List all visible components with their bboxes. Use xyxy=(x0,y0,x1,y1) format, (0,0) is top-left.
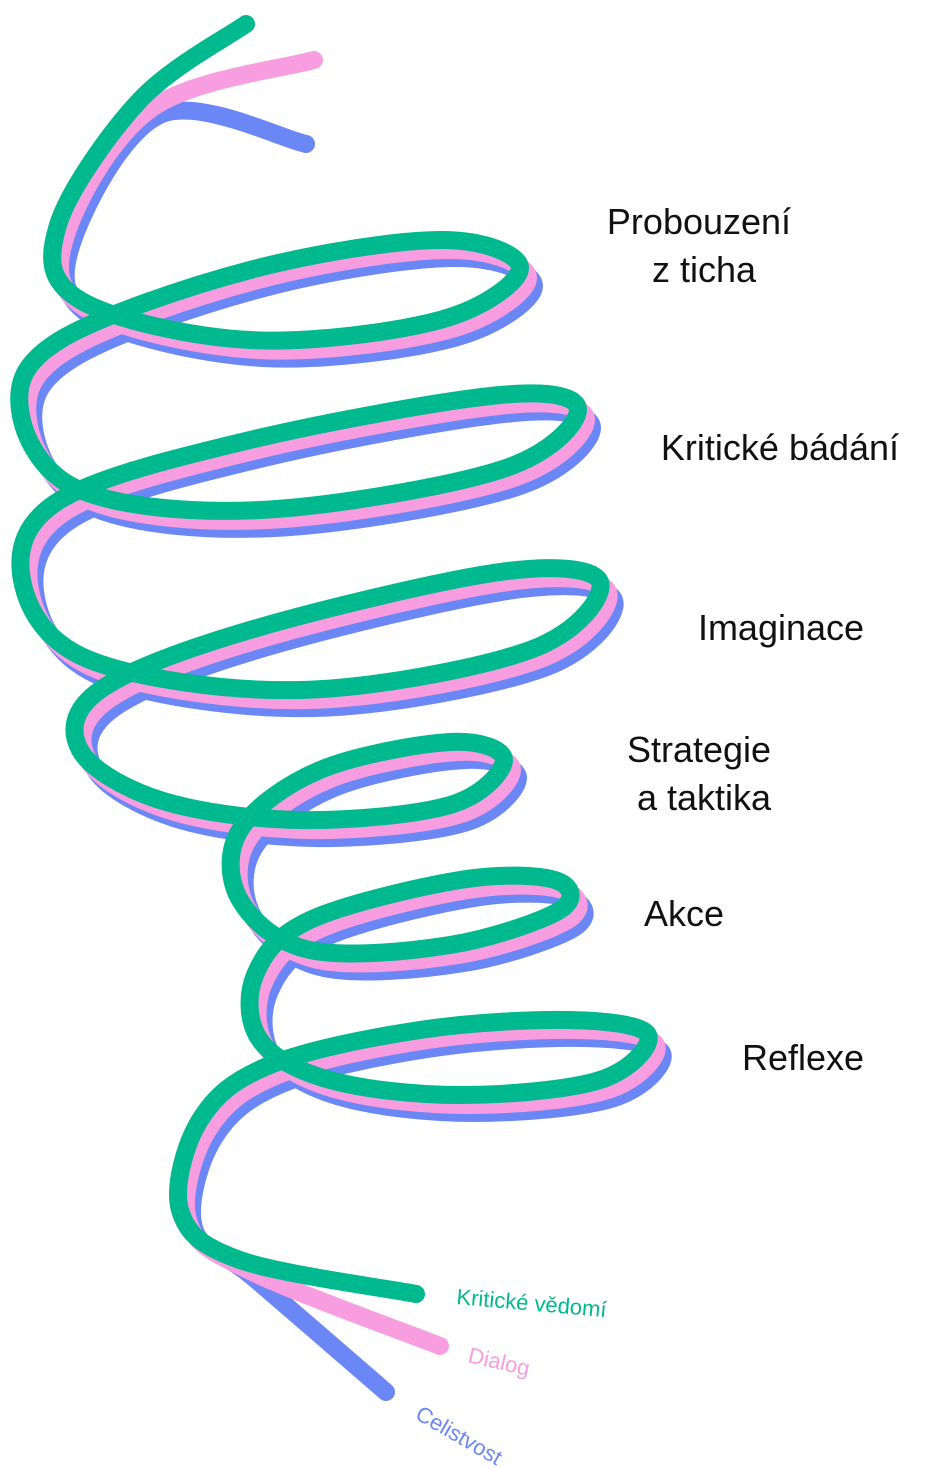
stage-label-reflexe: Reflexe xyxy=(742,1037,864,1078)
stage-label-imaginace: Imaginace xyxy=(698,607,864,648)
stage-label-reflexe-line-1: Reflexe xyxy=(742,1037,864,1078)
strands xyxy=(10,15,672,1401)
stage-labels: Probouzení z ticha Kritické bádání Imagi… xyxy=(607,201,899,1078)
stage-label-probouzeni-line-2: z ticha xyxy=(652,249,757,290)
strand-label-celistvost: Celistvost xyxy=(412,1401,507,1468)
stage-label-strategie: Strategie a taktika xyxy=(627,729,781,818)
strand-labels: Kritické vědomí Dialog Celistvost xyxy=(412,1284,608,1468)
strand-kriticke-vedomi xyxy=(10,15,658,1303)
stage-label-imaginace-line-1: Imaginace xyxy=(698,607,864,648)
stage-label-strategie-line-1: Strategie xyxy=(627,729,771,770)
stage-label-akce: Akce xyxy=(644,893,724,934)
stage-label-kriticke-badani: Kritické bádání xyxy=(661,427,899,468)
stage-label-akce-line-1: Akce xyxy=(644,893,724,934)
strand-label-dialog: Dialog xyxy=(466,1343,532,1381)
strand-dialog xyxy=(18,51,666,1355)
stage-label-strategie-line-2: a taktika xyxy=(637,777,772,818)
stage-label-kriticke-badani-line-1: Kritické bádání xyxy=(661,427,899,468)
stage-label-probouzeni-line-1: Probouzení xyxy=(607,201,791,242)
stage-label-probouzeni: Probouzení z ticha xyxy=(607,201,801,290)
strand-label-kriticke-vedomi: Kritické vědomí xyxy=(456,1284,608,1322)
